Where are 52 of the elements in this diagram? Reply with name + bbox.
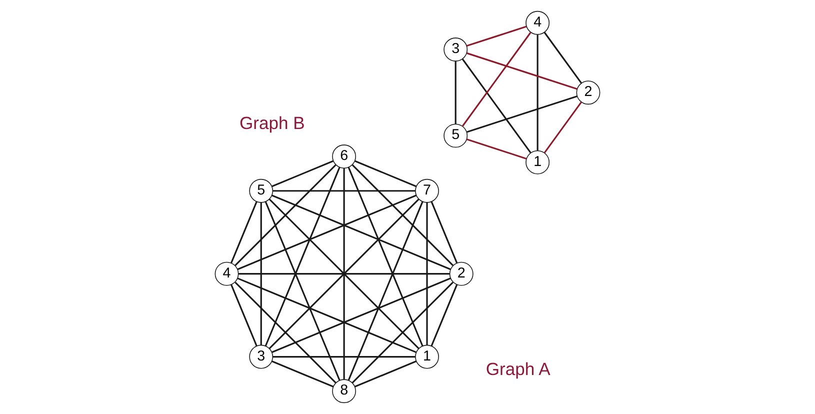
connector xyxy=(230,201,258,264)
connector xyxy=(352,164,454,266)
connector xyxy=(348,201,424,381)
connector xyxy=(354,160,416,188)
connector xyxy=(462,32,532,127)
node-circle: 7 xyxy=(415,178,439,203)
node-circle: 3 xyxy=(249,344,274,369)
node-circle: 5 xyxy=(249,178,274,203)
connector xyxy=(272,278,451,354)
node-circle: 2 xyxy=(576,80,600,105)
connector xyxy=(272,356,416,358)
node-circle: 2 xyxy=(449,262,474,286)
connector xyxy=(343,168,345,380)
connector xyxy=(268,198,420,350)
connector xyxy=(454,61,456,124)
node-circle: 4 xyxy=(526,10,550,35)
connector xyxy=(272,160,334,188)
connector xyxy=(272,194,451,270)
connector xyxy=(237,278,417,354)
connector xyxy=(354,360,416,388)
node-circle: 1 xyxy=(415,344,439,369)
connector xyxy=(466,26,527,47)
label: Graph A xyxy=(486,358,550,379)
node-circle: 5 xyxy=(444,124,468,148)
connector xyxy=(466,138,527,160)
connector xyxy=(264,201,340,381)
connector xyxy=(237,194,416,270)
connector xyxy=(430,284,458,346)
connector xyxy=(238,273,450,275)
connector xyxy=(466,95,578,133)
connector xyxy=(544,32,582,84)
node-circle: 3 xyxy=(444,38,468,62)
connector xyxy=(348,167,424,346)
connector xyxy=(466,52,578,90)
connector xyxy=(352,282,454,384)
connector xyxy=(272,360,334,388)
connector xyxy=(462,58,532,154)
connector xyxy=(234,282,336,384)
node-circle: 4 xyxy=(214,262,239,286)
connector xyxy=(544,102,582,154)
connector xyxy=(260,202,262,346)
node-circle: 6 xyxy=(332,144,356,168)
connector xyxy=(230,284,258,346)
node-circle: 1 xyxy=(526,150,550,174)
connector xyxy=(430,201,458,264)
connector xyxy=(234,164,336,266)
connector xyxy=(426,202,428,346)
connector xyxy=(536,34,538,151)
connector xyxy=(272,190,416,192)
node-circle: 8 xyxy=(332,379,356,404)
connector xyxy=(264,167,340,346)
label: Graph B xyxy=(240,113,305,134)
